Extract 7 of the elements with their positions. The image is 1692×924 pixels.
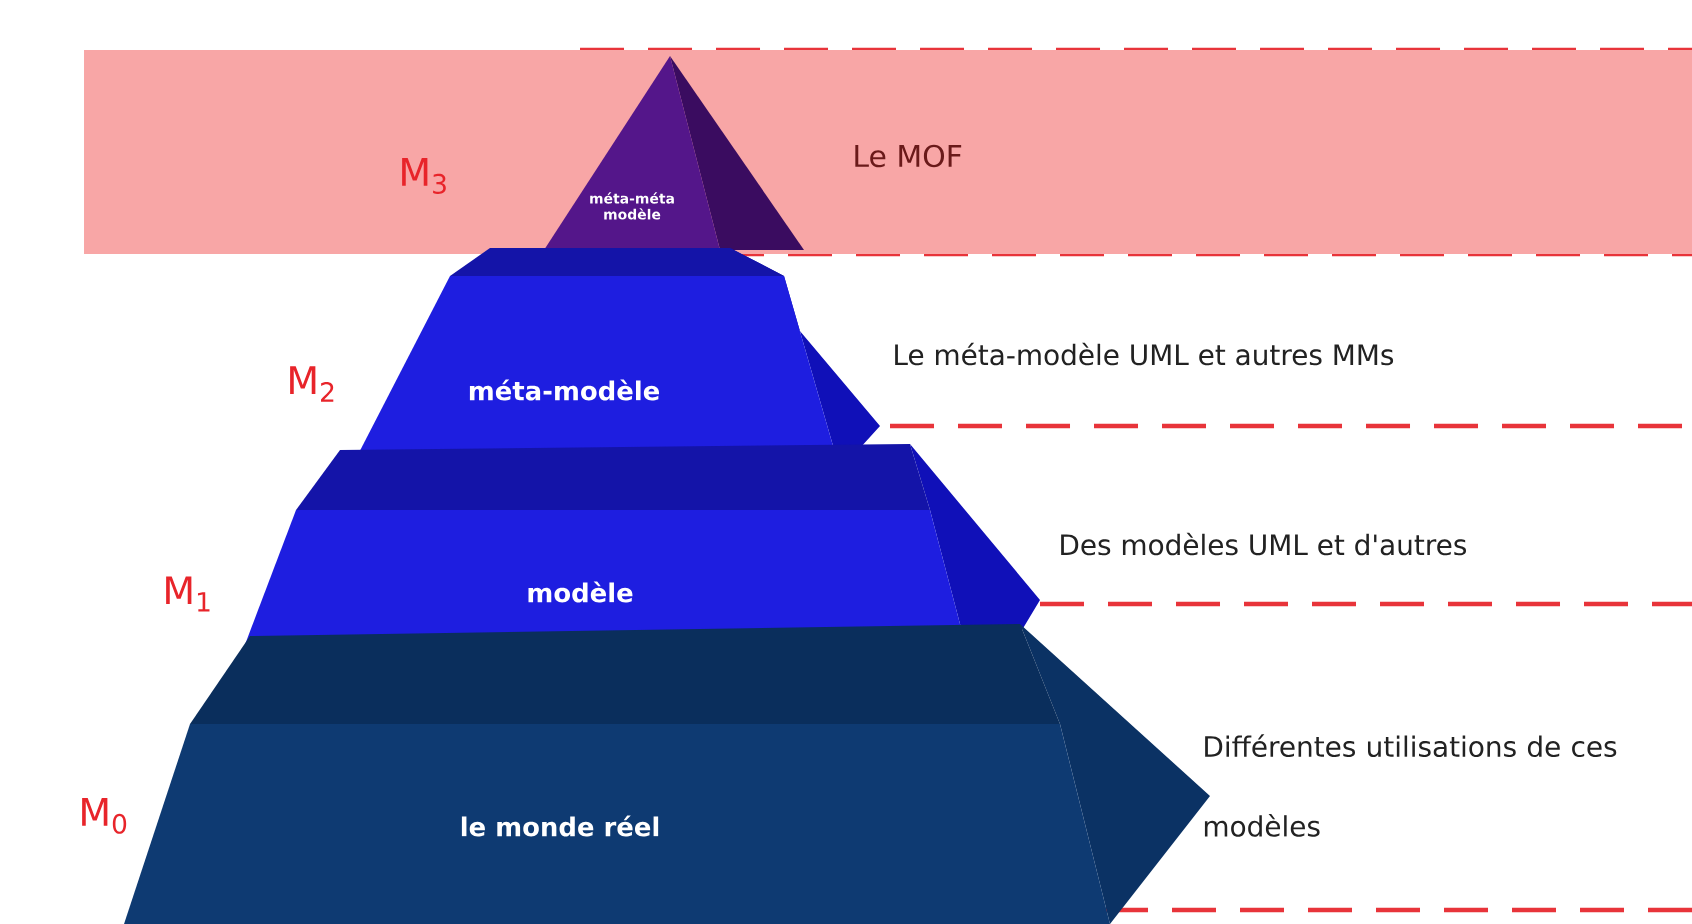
level-description: Le méta-modèle UML et autres MMs (895, 342, 1394, 366)
level-label: M$_{1}$ (166, 576, 210, 612)
level-label: M$_{0}$ (82, 798, 127, 834)
level-description: Des modèles UML et d'autres (1061, 532, 1466, 556)
level-label: M$_{2}$ (290, 366, 334, 402)
level-description: Différentes utilisations de ces modèles (1204, 734, 1617, 837)
level-label: M$_{3}$ (402, 158, 446, 194)
